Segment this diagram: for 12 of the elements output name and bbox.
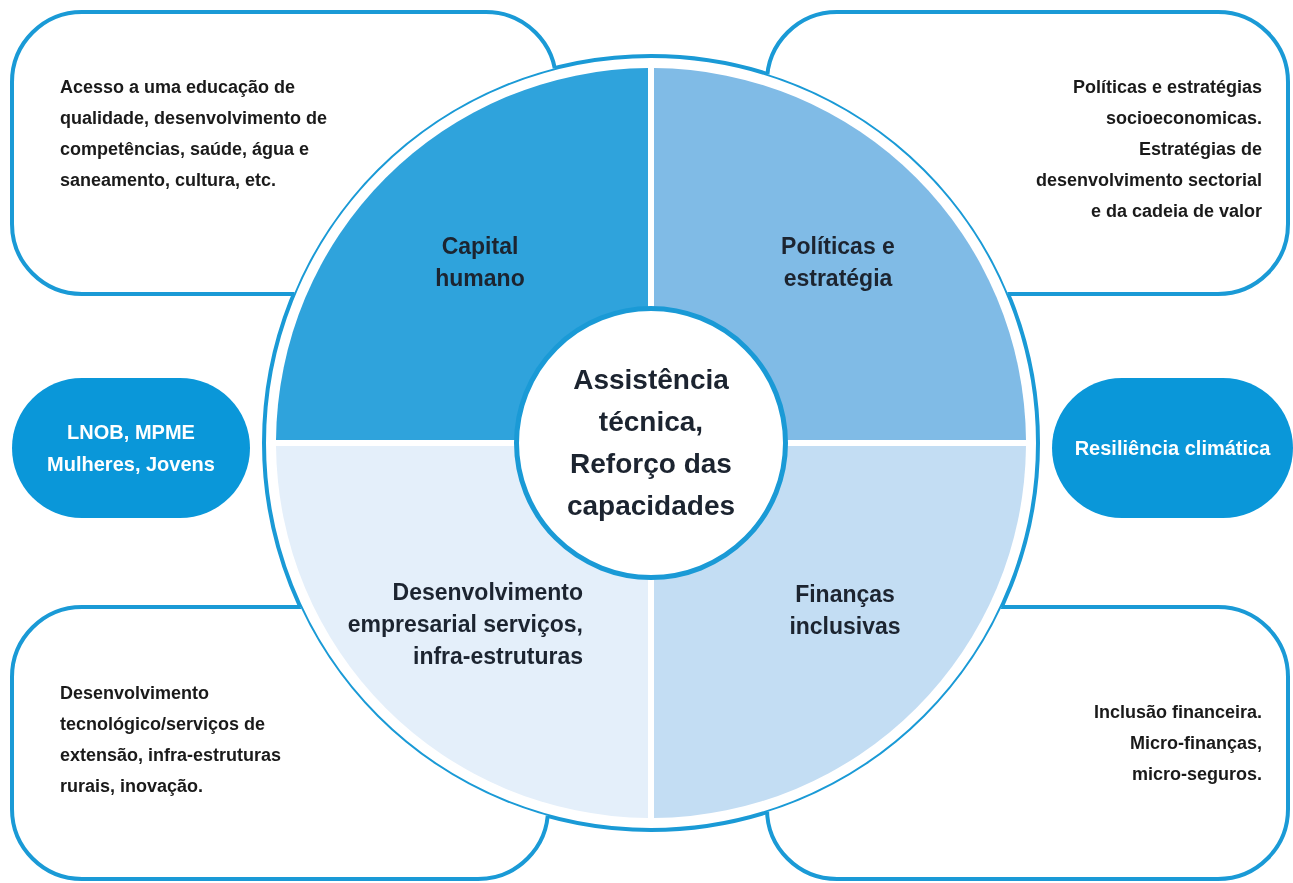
callout-text: Acesso a uma educação de qualidade, desenvolvimento de competências, saúde, água e saneamento, cultura, etc.: [60, 76, 329, 192]
pill-shape: [1052, 378, 1293, 518]
pill-text: LNOB, MPME Mulheres, Jovens: [46, 420, 216, 477]
quadrant-title: Finanças inclusivas: [788, 580, 902, 641]
callout-text: Desenvolvimento tecnológico/serviços de extensão, infra-estruturas rurais, inovação.: [60, 682, 283, 798]
quadrant-title: Políticas e estratégia: [780, 232, 896, 293]
quadrant-title: Desenvolvimento empresarial serviços, infra-estruturas: [346, 578, 583, 671]
pill-text: Resiliência climática: [1073, 436, 1272, 461]
quadrant-title: Capital humano: [434, 232, 526, 293]
callout-text: Políticas e estratégias socioeconomicas. Estratégias de desenvolvimento sectorial e da cadeia de valor: [1034, 76, 1262, 223]
callout-text: Inclusão financeira. Micro-finanças, micro-seguros.: [1092, 701, 1262, 786]
center-title: Assistência técnica, Reforço das capacidades: [565, 363, 737, 523]
